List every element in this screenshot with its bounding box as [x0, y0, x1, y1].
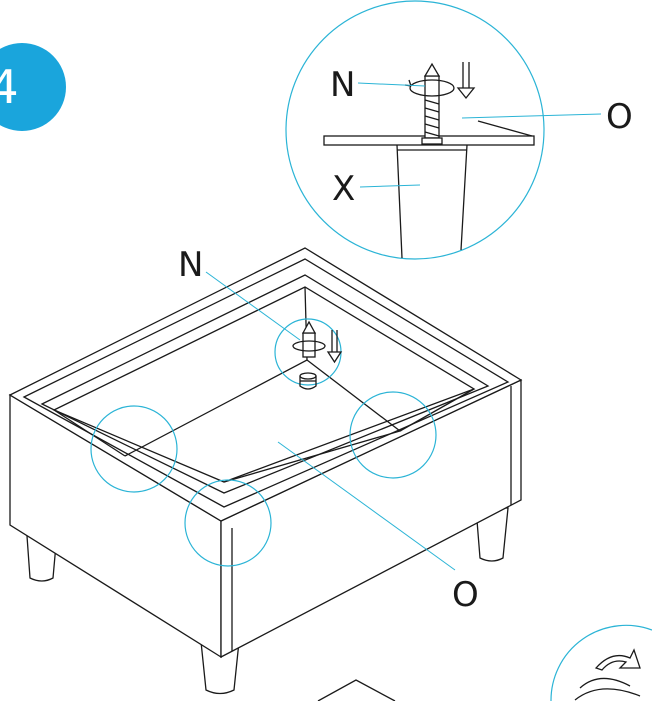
main-bolt-label: N: [178, 245, 203, 285]
arrow-down-icon: [456, 62, 476, 100]
corner-callout-front: [184, 479, 272, 567]
detail-bolt-leader: [357, 82, 426, 87]
detail-frame-leader: [461, 113, 602, 119]
leg-back-right: [475, 507, 509, 562]
corner-callout-right: [349, 391, 437, 479]
main-bolt-callout: [274, 318, 343, 390]
detail-frame-label: O: [606, 97, 633, 137]
detail-leg-leader: [359, 184, 421, 188]
step-number: 4: [0, 60, 19, 114]
main-frame-label: O: [452, 575, 479, 615]
next-step-preview: [317, 624, 652, 702]
frame-slat-board: [124, 359, 402, 483]
main-bolt-leader: [205, 271, 301, 341]
detail-bolt-label: N: [330, 65, 355, 105]
main-frame-leader: [277, 441, 456, 571]
corner-callout-left: [90, 405, 178, 493]
step-badge-circle: [0, 43, 66, 131]
detail-bolt: [421, 62, 443, 145]
detail-leg-label: X: [332, 169, 355, 209]
detail-leg: [396, 144, 468, 259]
rotate-arrow-preview-icon: [594, 648, 641, 671]
detail-callout-circle: [285, 0, 545, 260]
detail-callout: N O X: [285, 0, 633, 260]
preview-callout-circle: [550, 624, 652, 702]
step-badge: 4: [0, 43, 66, 131]
ottoman-frame: [8, 247, 523, 695]
